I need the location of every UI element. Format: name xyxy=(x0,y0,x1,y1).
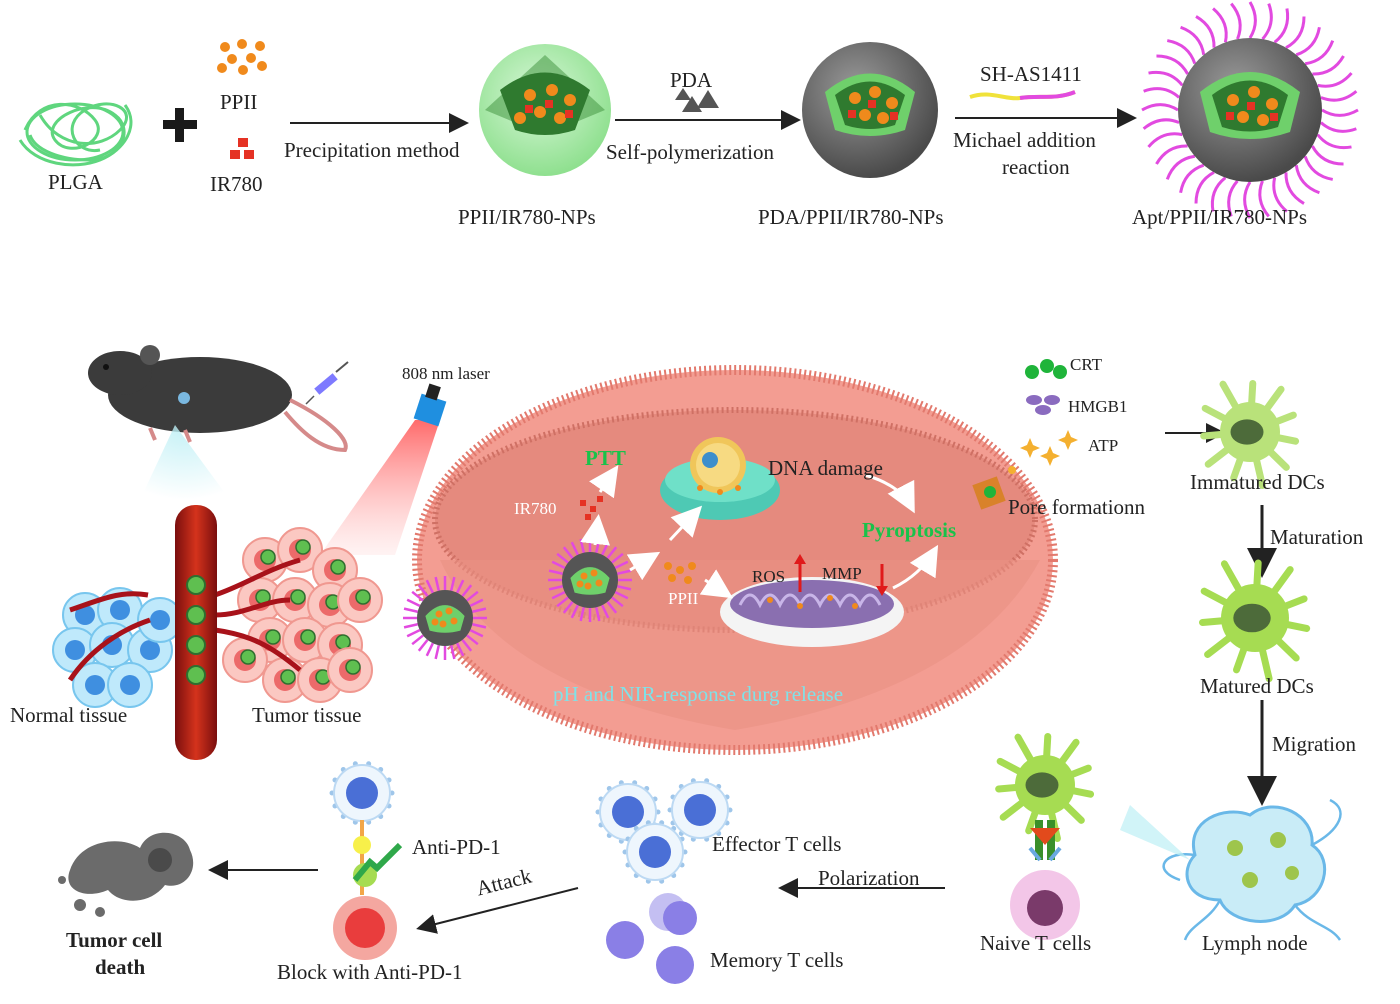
laser-beam xyxy=(320,420,440,555)
membrane-pore-icon xyxy=(972,466,1016,510)
mitochondrion-icon xyxy=(720,577,904,647)
pyroptosis-label: Pyroptosis xyxy=(862,518,957,542)
memory-t-cells-icon xyxy=(606,893,697,984)
pore-formation-label: Pore formationn xyxy=(1008,495,1146,519)
migration-label: Migration xyxy=(1272,732,1356,756)
plga-label: PLGA xyxy=(48,170,103,194)
normal-tissue-label: Normal tissue xyxy=(10,703,128,727)
drug-release-label: pH and NIR-response durg release xyxy=(553,682,844,706)
polarization-label: Polarization xyxy=(818,866,920,890)
extracellular-nanoparticle xyxy=(403,576,487,660)
plga-icon xyxy=(18,102,133,167)
dc-t-cell-interaction-icon xyxy=(995,732,1095,842)
sh-as1411-label: SH-AS1411 xyxy=(980,62,1082,86)
memory-t-cells-label: Memory T cells xyxy=(710,948,844,972)
effector-t-cells-icon xyxy=(595,778,733,884)
mature-dc-icon xyxy=(1198,559,1311,683)
maturation-label: Maturation xyxy=(1270,525,1364,549)
pda-triangles-icon xyxy=(675,88,719,112)
michael-addition-label: Michael addition xyxy=(953,128,1096,152)
nanoparticle-ppii-ir780 xyxy=(479,44,611,176)
nanoparticle-apt-ppii-ir780 xyxy=(1141,1,1359,219)
ir780-blocks-icon xyxy=(230,138,254,159)
anti-pd1-label: Anti-PD-1 xyxy=(412,835,501,859)
pda-ppii-ir780-nps-label: PDA/PPII/IR780-NPs xyxy=(758,205,944,229)
tumor-tissue-cells xyxy=(222,527,383,703)
nanoparticle-pda-ppii-ir780 xyxy=(802,42,938,178)
immature-dcs-label: Immatured DCs xyxy=(1190,470,1325,494)
hmgb1-icon xyxy=(1026,395,1060,415)
crt-icon xyxy=(1025,359,1067,379)
naive-t-cells-label: Naive T cells xyxy=(980,931,1092,955)
plus-icon xyxy=(163,108,197,142)
ir780-label: IR780 xyxy=(210,172,263,196)
ppii-cell-label: PPII xyxy=(668,589,699,608)
reaction-label: reaction xyxy=(1002,155,1070,179)
laser-device-icon xyxy=(413,383,447,427)
normal-tissue-cells xyxy=(52,587,183,708)
atp-icon xyxy=(1020,430,1078,466)
ppii-dots-icon xyxy=(217,39,267,75)
syringe-icon xyxy=(305,361,349,405)
ptt-label: PTT xyxy=(585,446,626,470)
nucleus-endoplasmic-reticulum-icon xyxy=(660,437,780,520)
precipitation-method-label: Precipitation method xyxy=(284,138,460,162)
block-anti-pd1-label: Block with Anti-PD-1 xyxy=(277,960,463,984)
self-polymerization-label: Self-polymerization xyxy=(606,140,774,164)
ppii-ir780-nps-label: PPII/IR780-NPs xyxy=(458,205,596,229)
effector-t-cells-label: Effector T cells xyxy=(712,832,842,856)
immature-dc-icon xyxy=(1200,379,1300,489)
pda-label: PDA xyxy=(670,68,713,92)
cell-internalized-nanoparticle xyxy=(548,538,632,622)
lymph-node-label: Lymph node xyxy=(1202,931,1308,955)
ros-label: ROS xyxy=(752,567,786,586)
ir780-cell-label: IR780 xyxy=(514,499,557,518)
ppii-label: PPII xyxy=(220,90,258,114)
anti-pd1-block-icon xyxy=(329,761,403,960)
hmgb1-label: HMGB1 xyxy=(1068,397,1128,416)
laser-label: 808 nm laser xyxy=(402,364,490,383)
dead-tumor-cell-icon xyxy=(58,832,194,917)
matured-dcs-label: Matured DCs xyxy=(1200,674,1314,698)
atp-label: ATP xyxy=(1088,436,1119,455)
naive-t-cell-icon xyxy=(1010,820,1080,940)
dna-damage-label: DNA damage xyxy=(768,456,883,480)
blood-vessel xyxy=(67,505,302,760)
apt-ppii-ir780-nps-label: Apt/PPII/IR780-NPs xyxy=(1132,205,1308,229)
lymph-node-icon xyxy=(1162,798,1342,941)
tumor-cell-death-line2: death xyxy=(95,955,146,979)
mmp-label: MMP xyxy=(822,564,862,583)
tumor-cell-death-line1: Tumor cell xyxy=(66,928,163,952)
tumor-tissue-label: Tumor tissue xyxy=(252,703,362,727)
mouse-icon xyxy=(88,345,348,453)
crt-label: CRT xyxy=(1070,355,1103,374)
